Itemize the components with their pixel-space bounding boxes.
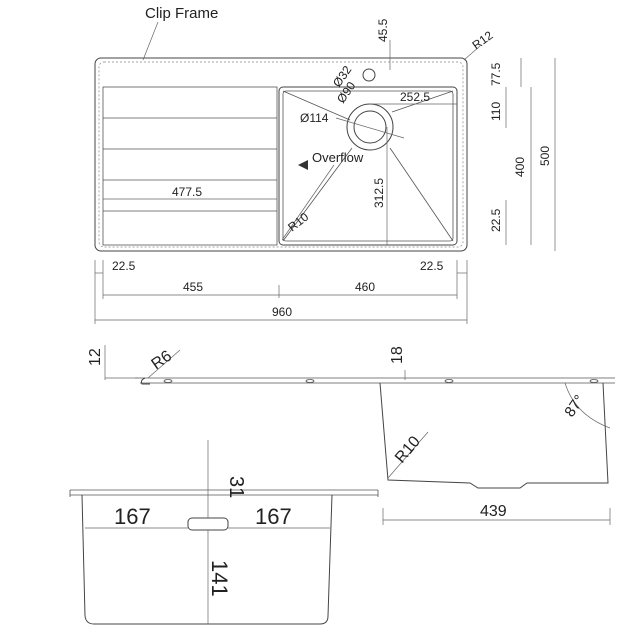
dim-waste-y: 312.5 bbox=[372, 178, 386, 208]
bottom-radius-leader bbox=[387, 431, 429, 479]
waste-dia-leader bbox=[335, 117, 405, 139]
dim-right-half: 167 bbox=[255, 504, 292, 529]
dim-bowl-offset-h: 110 bbox=[489, 102, 503, 121]
dim-left-section: 455 bbox=[183, 280, 203, 294]
dim-drainer-width: 477.5 bbox=[172, 185, 202, 199]
dim-thickness: 12 bbox=[87, 348, 104, 366]
angle-arc bbox=[564, 382, 611, 429]
clip-frame-label: Clip Frame bbox=[145, 5, 218, 22]
overflow-arrow bbox=[298, 160, 308, 170]
clip-frame-leader bbox=[142, 21, 159, 61]
drainer-area bbox=[102, 86, 278, 246]
dim-overall-length: 960 bbox=[272, 305, 292, 319]
front-overflow-slot bbox=[187, 517, 229, 531]
dim-top-offset: 77.5 bbox=[489, 62, 503, 86]
dim-edge-radius: R6 bbox=[149, 348, 176, 374]
dim-right-section: 460 bbox=[355, 280, 375, 294]
front-bowl-profile bbox=[81, 494, 333, 625]
bowl-radius-leader bbox=[281, 164, 335, 241]
dim-waste-x: 252.5 bbox=[400, 90, 430, 104]
dim-waste-dia: Ø114 bbox=[300, 111, 329, 125]
dim-flange: 18 bbox=[389, 346, 406, 364]
dim-bowl-depth-len: 400 bbox=[513, 157, 527, 177]
dim-bottom-radius: R10 bbox=[392, 433, 424, 466]
clip-frame bbox=[98, 61, 464, 248]
dim-overall-depth: 500 bbox=[538, 146, 552, 166]
dim-left-margin: 22.5 bbox=[112, 259, 136, 273]
top-view: Clip Frame 477.5 252.5 312.5 bbox=[94, 5, 556, 324]
dim-right-margin: 22.5 bbox=[420, 259, 444, 273]
fixing-slots bbox=[163, 379, 599, 383]
dim-bowl-radius: R10 bbox=[285, 210, 311, 235]
bowl-inner bbox=[282, 90, 454, 242]
overflow-label: Overflow bbox=[312, 150, 364, 165]
dim-bottom-offset: 22.5 bbox=[489, 208, 503, 232]
side-view: 12 R6 18 87° R10 439 bbox=[87, 345, 615, 525]
dim-left-half: 167 bbox=[114, 504, 151, 529]
dim-corner-radius: R12 bbox=[470, 28, 496, 52]
sink-outline bbox=[94, 57, 468, 252]
dim-tap-hole-offset: 45.5 bbox=[376, 18, 390, 42]
corner-radius-leader bbox=[463, 45, 481, 61]
tap-hole bbox=[362, 68, 376, 82]
dim-bowl-height: 141 bbox=[207, 560, 232, 597]
edge-radius-leader bbox=[147, 349, 181, 379]
drainer-grooves bbox=[103, 117, 277, 212]
side-edge-left bbox=[140, 377, 150, 385]
dim-overflow-height: 31 bbox=[225, 476, 247, 498]
front-view: 31 167 167 141 bbox=[69, 440, 379, 625]
bowl-slope-lines bbox=[282, 90, 454, 242]
side-bowl-profile bbox=[379, 382, 609, 489]
dim-bowl-length: 439 bbox=[480, 503, 507, 520]
dim-wall-angle: 87° bbox=[561, 392, 588, 420]
waste-outlet-inner bbox=[353, 110, 387, 144]
bowl-outline bbox=[278, 86, 458, 246]
